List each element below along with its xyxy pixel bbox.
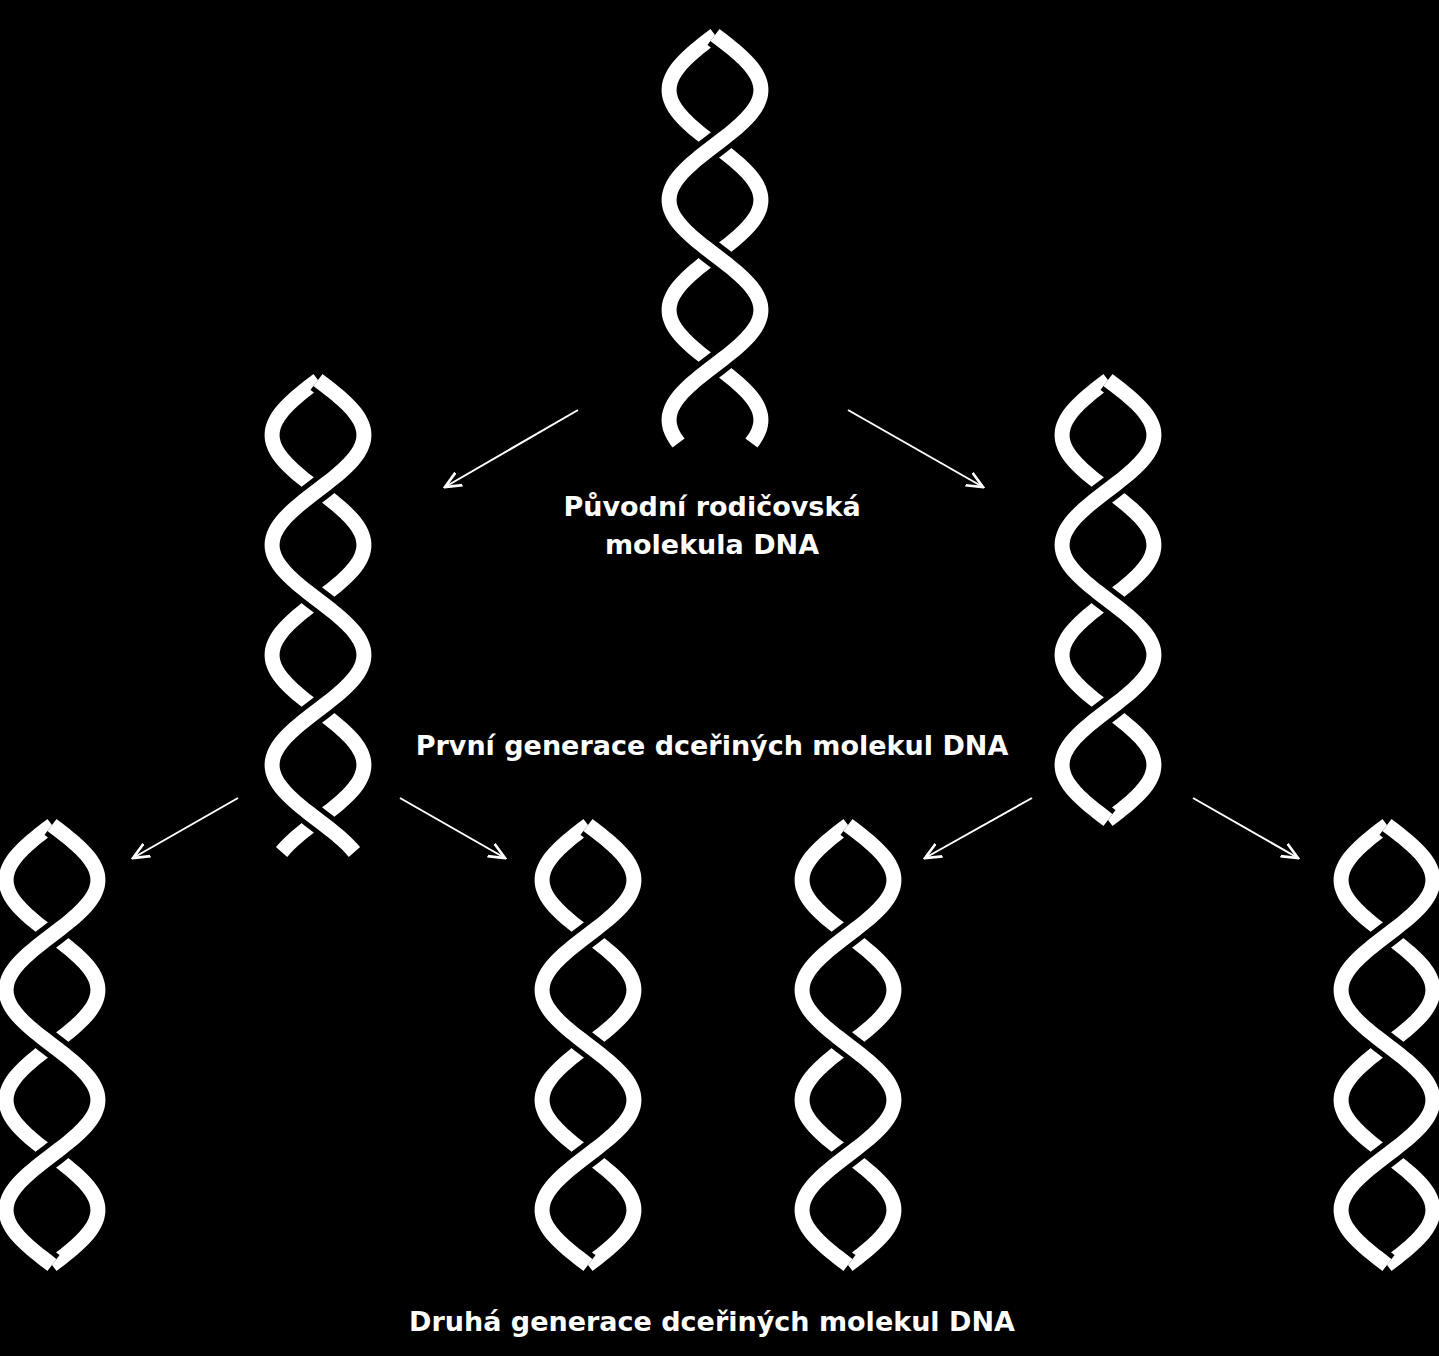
- strand-gap: [802, 825, 894, 1265]
- dna-strand: [542, 825, 634, 1265]
- dna-helix: [542, 825, 634, 1265]
- strand-gap: [542, 825, 634, 1265]
- replication-arrow: [925, 798, 1032, 858]
- caption-label: Druhá generace dceřiných molekul DNA: [372, 1303, 1052, 1341]
- dna-strand: [1062, 380, 1154, 820]
- strand-gap: [669, 35, 761, 443]
- dna-strand: [1341, 825, 1433, 1265]
- dna-strand: [669, 35, 761, 443]
- strand-gap: [6, 825, 98, 1265]
- replication-arrow: [1193, 798, 1298, 858]
- replication-arrow: [133, 798, 238, 858]
- strand-gap: [1062, 380, 1154, 820]
- replication-arrow: [848, 410, 983, 487]
- dna-strand: [1062, 380, 1154, 820]
- dna-strand: [6, 825, 98, 1265]
- strand-gap: [1341, 825, 1433, 1265]
- strand-gap: [272, 380, 364, 852]
- replication-arrow: [445, 410, 578, 487]
- dna-helix: [802, 825, 894, 1265]
- dna-strand: [1341, 825, 1433, 1265]
- dna-strand: [669, 35, 761, 443]
- caption-label: Původní rodičovská molekula DNA: [552, 488, 872, 564]
- dna-helix: [272, 380, 364, 852]
- dna-strand: [802, 825, 894, 1265]
- dna-helix: [669, 35, 761, 443]
- dna-strand: [802, 825, 894, 1265]
- dna-strand: [542, 825, 634, 1265]
- dna-helix: [1341, 825, 1433, 1265]
- caption-label: První generace dceřiných molekul DNA: [392, 727, 1032, 765]
- replication-arrow: [400, 798, 505, 858]
- dna-strand: [272, 380, 364, 852]
- dna-strand: [272, 380, 364, 852]
- dna-strand: [6, 825, 98, 1265]
- dna-helix: [6, 825, 98, 1265]
- dna-helix: [1062, 380, 1154, 820]
